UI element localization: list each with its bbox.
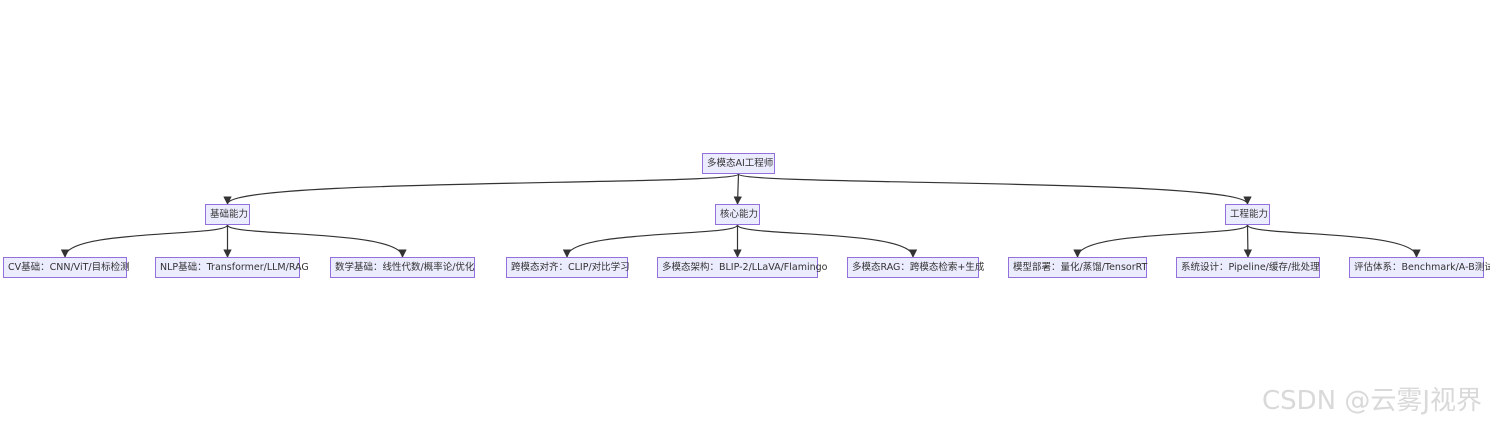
edge-core-mmrag — [736, 224, 918, 258]
node-math: 数学基础：线性代数/概率论/优化 — [330, 257, 475, 278]
node-arch: 多模态架构：BLIP-2/LLaVA/Flamingo — [657, 257, 828, 278]
edge-root-core — [733, 173, 742, 205]
node-basic: 基础能力 — [205, 204, 250, 225]
node-eng: 工程能力 — [1225, 204, 1270, 225]
node-align: 跨模态对齐：CLIP/对比学习 — [506, 257, 630, 278]
edge-root-eng — [737, 173, 1252, 205]
edge-eng-deploy — [1073, 224, 1249, 258]
node-core: 核心能力 — [715, 204, 760, 225]
node-root: 多模态AI工程师 — [702, 153, 775, 174]
node-sysdesign: 系统设计：Pipeline/缓存/批处理 — [1176, 257, 1320, 278]
edge-eng-sysdesign — [1243, 224, 1253, 258]
node-eval: 评估体系：Benchmark/A-B测试 — [1349, 257, 1490, 278]
edge-core-align — [562, 224, 739, 258]
node-nlp: NLP基础：Transformer/LLM/RAG — [155, 257, 309, 278]
edge-basic-math — [226, 224, 407, 258]
edge-eng-eval — [1246, 224, 1421, 258]
watermark: CSDN @云雾J视界 — [1261, 386, 1482, 416]
edge-root-basic — [223, 173, 740, 205]
node-cv: CV基础：CNN/ViT/目标检测 — [3, 257, 130, 278]
node-deploy: 模型部署：量化/蒸馏/TensorRT — [1008, 257, 1147, 278]
edge-basic-cv — [60, 224, 229, 258]
node-mmrag: 多模态RAG：跨模态检索+生成 — [847, 257, 984, 278]
